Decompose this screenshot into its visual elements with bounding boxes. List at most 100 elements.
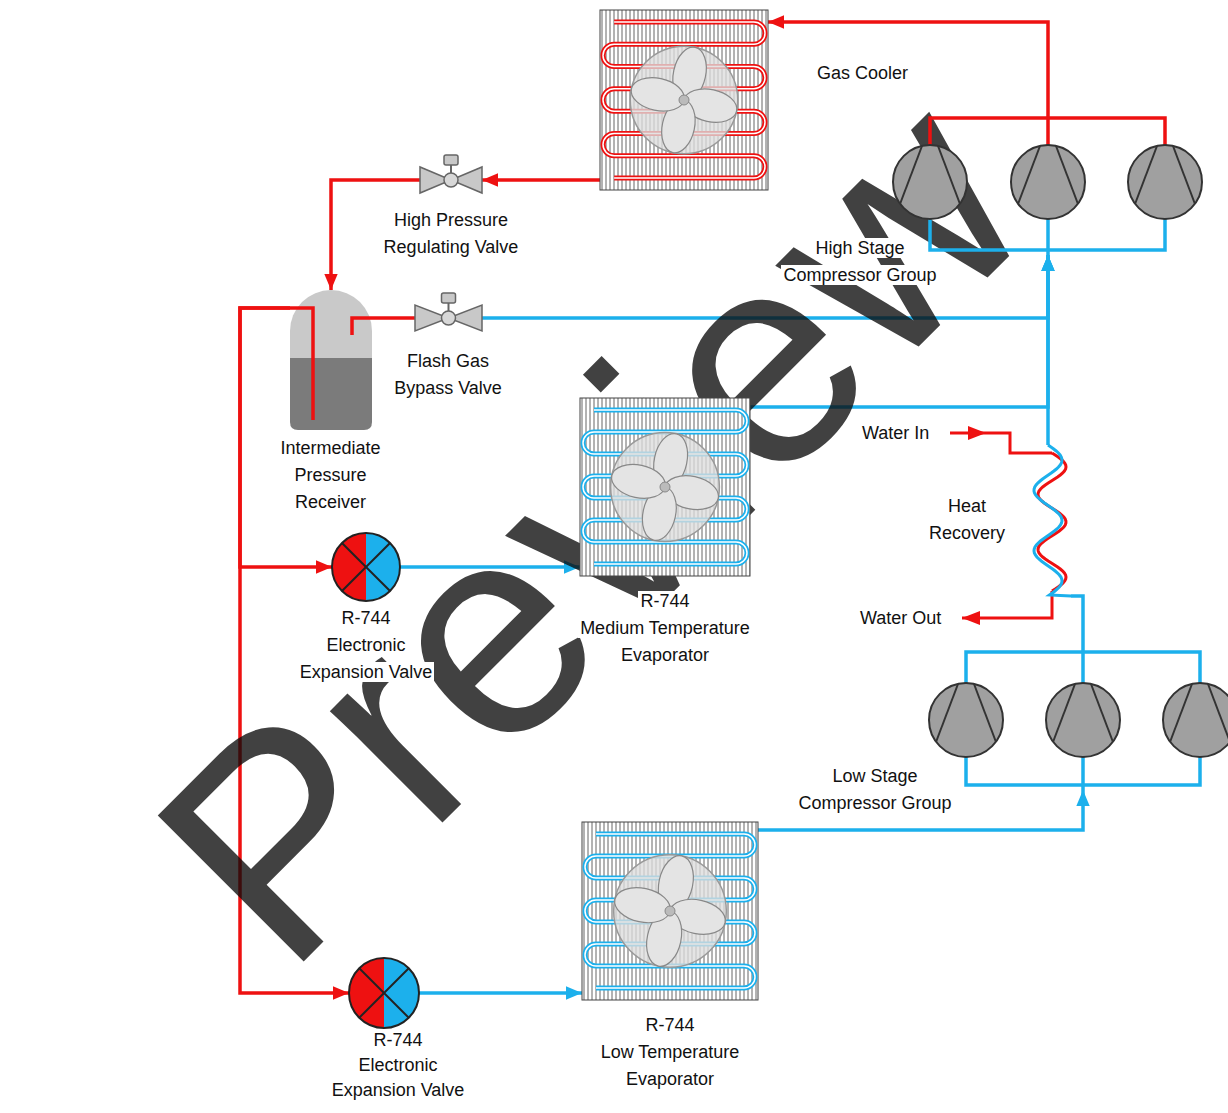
label-line: Low Temperature Evaporator: [580, 1039, 760, 1093]
component-name: R-744: [643, 1015, 696, 1035]
gas-cooler: Gas Cooler: [600, 10, 768, 190]
component-label: R-744Low Temperature Evaporator: [580, 1012, 760, 1093]
receiver-vessel-symbol: [290, 290, 372, 430]
compressor-group: Low Stage Compressor Group: [925, 645, 1228, 790]
coil-tube: [583, 410, 747, 564]
label-line: Medium Temperature Evaporator: [565, 615, 765, 669]
compressor-symbol: [1163, 683, 1228, 757]
label-line: High Pressure Regulating Valve: [370, 207, 532, 261]
label-line: Gas Cooler: [815, 60, 935, 87]
compressor-symbol: [1128, 145, 1202, 219]
label-line: Electronic Expansion Valve: [323, 1053, 473, 1103]
receiver-vessel: Intermediate Pressure Receiver: [290, 290, 372, 430]
component-label: Gas Cooler: [815, 60, 935, 87]
heat-exchanger-symbol: [1025, 445, 1071, 600]
pipe-connector: [331, 180, 420, 290]
component-name: Intermediate Pressure Receiver: [278, 438, 382, 512]
compressor-symbol: [1046, 683, 1120, 757]
fan-blade: [628, 73, 687, 116]
coil-fins: [580, 398, 750, 576]
component-name: Electronic Expansion Valve: [298, 635, 435, 682]
water-in-arrow: [968, 426, 986, 440]
valve-outline: [349, 958, 419, 1028]
coil-tube-inner: [603, 22, 765, 178]
water-out-arrow: [962, 611, 980, 625]
component-name: R-744: [371, 1030, 424, 1050]
component-label: Intermediate Pressure Receiver: [273, 435, 388, 516]
compressor-line: [1053, 684, 1075, 742]
compressor-symbol: [1011, 145, 1085, 219]
compressor-symbol: [929, 683, 1003, 757]
label-line: Flash Gas Bypass Valve: [388, 348, 508, 402]
compressor-line: [1170, 684, 1192, 742]
valve-outlet-half: [384, 958, 419, 1028]
coil-tube: [603, 22, 765, 178]
coil-tube-inner: [583, 410, 747, 564]
compressor-line: [1056, 146, 1078, 204]
pipe-connector: [372, 316, 415, 320]
pipe-connector: [482, 255, 1048, 318]
label-line: R-744: [323, 1028, 473, 1053]
coil-fins: [582, 822, 758, 1000]
compressor-group-symbol: [925, 645, 1228, 790]
valve-cross: [359, 968, 408, 1017]
valve-inlet-half: [332, 533, 366, 601]
component-name: Gas Cooler: [815, 63, 910, 83]
valve-outlet-half: [366, 533, 400, 601]
pipe-connector: [419, 991, 582, 995]
valve-outline: [332, 533, 400, 601]
receiver-vapour: [290, 290, 372, 358]
suction-manifold: [930, 219, 1165, 255]
label-line: Low Stage Compressor Group: [785, 763, 965, 817]
valve-cross: [342, 543, 390, 591]
component-name: High Pressure Regulating Valve: [382, 210, 521, 257]
regulating-valve: High Pressure Regulating Valve: [420, 155, 482, 205]
pipe-connector: [482, 178, 600, 182]
expansion-valve-symbol: [332, 533, 400, 601]
expansion-valve: R-744Electronic Expansion Valve: [349, 958, 419, 1028]
compressor-line: [1091, 684, 1113, 742]
dip-tube: [290, 308, 313, 420]
compressor-group: High Stage Compressor Group: [890, 110, 1205, 255]
evaporator: R-744Medium Temperature Evaporator: [580, 398, 750, 576]
evaporator-symbol: [580, 398, 750, 576]
component-name: Heat Recovery: [927, 496, 1007, 543]
component-label: R-744Medium Temperature Evaporator: [565, 588, 765, 669]
compressor-line: [938, 146, 960, 204]
component-label: Low Stage Compressor Group: [785, 763, 965, 817]
coil-tube-inner: [585, 834, 755, 988]
fan-hub: [665, 906, 675, 916]
compressor-line: [900, 146, 922, 204]
component-name: Low Temperature Evaporator: [599, 1042, 742, 1089]
component-name: R-744: [638, 591, 691, 611]
component-label: High Stage Compressor Group: [770, 235, 950, 289]
label-line: High Stage Compressor Group: [770, 235, 950, 289]
component-name: Flash Gas Bypass Valve: [392, 351, 504, 398]
vapour-outlet: [352, 318, 372, 335]
label-line: R-744: [291, 605, 441, 632]
compressor-line: [1018, 146, 1040, 204]
water-label: Water In: [860, 423, 931, 443]
bypass-valve: Flash Gas Bypass Valve: [415, 293, 482, 343]
compressor-line: [1135, 146, 1157, 204]
receiver-liquid: [290, 358, 372, 430]
coil-tube: [585, 834, 755, 988]
fan-hub: [660, 482, 670, 492]
component-name: Electronic Expansion Valve: [330, 1055, 467, 1100]
pipe-connector: [1046, 255, 1050, 445]
evaporator: R-744Low Temperature Evaporator: [582, 822, 758, 1000]
valve-ball: [442, 311, 456, 325]
compressor-line: [936, 684, 958, 742]
label-line: Electronic Expansion Valve: [291, 632, 441, 686]
compressor-line: [1208, 684, 1228, 742]
compressor-line: [1173, 146, 1195, 204]
valve-actuator: [442, 293, 456, 303]
fan-blade: [611, 883, 673, 928]
expansion-valve-symbol: [349, 958, 419, 1028]
regulating-valve-symbol: [420, 155, 482, 205]
component-name: R-744: [339, 608, 392, 628]
water-in-pipe: [950, 433, 1052, 453]
fan-blade: [608, 460, 668, 503]
